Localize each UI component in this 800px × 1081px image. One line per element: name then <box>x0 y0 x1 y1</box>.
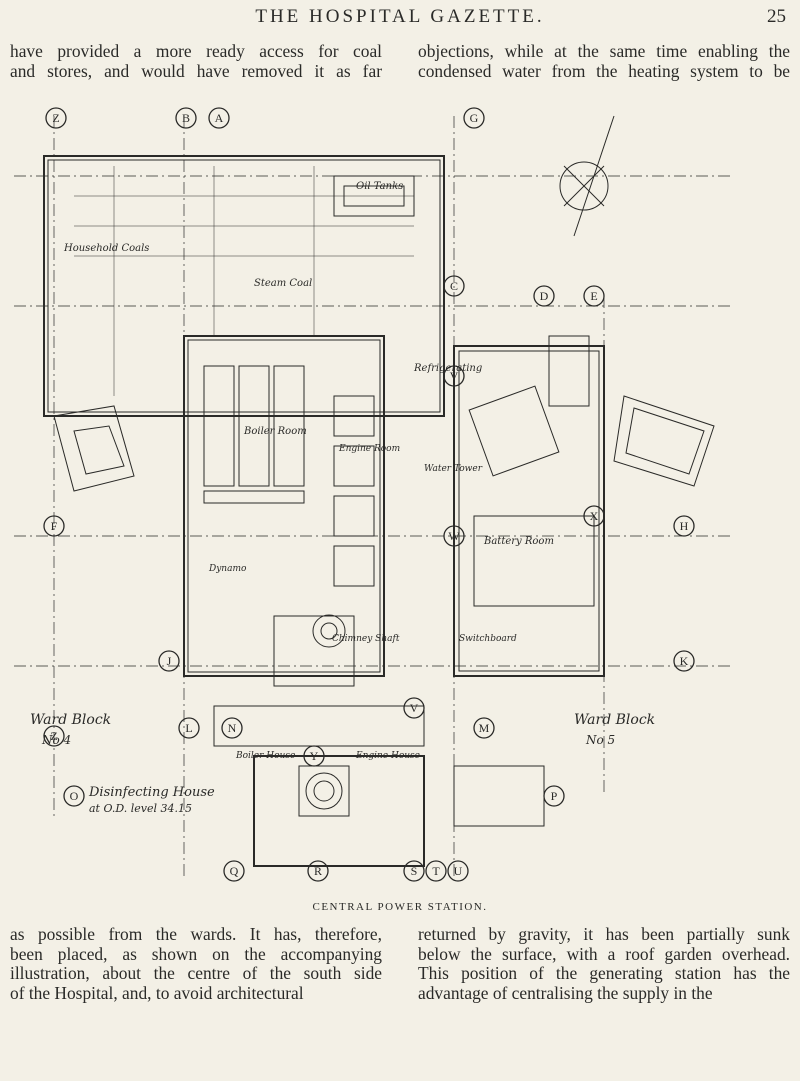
label-water-tower: Water Tower <box>424 464 483 474</box>
floor-plan-figure: Z B A G C D E F H J K L N M O P Q R S T … <box>14 96 734 896</box>
label-ward-block-4: Ward Block <box>30 712 111 728</box>
top-right-column: objections, while at the same time enabl… <box>418 41 790 81</box>
text-line: as possible from the wards. It has, ther… <box>10 924 382 944</box>
grid-marker: F <box>51 519 58 533</box>
text-line: This position of the generating station … <box>418 963 790 983</box>
grid-marker: R <box>314 864 322 878</box>
label-dynamo: Dynamo <box>208 564 247 574</box>
label-boiler-room: Boiler Room <box>243 426 307 437</box>
grid-marker: K <box>680 654 689 668</box>
grid-marker: M <box>479 721 490 735</box>
label-boiler-house: Boiler House <box>235 751 295 761</box>
label-od-level: at O.D. level 34.15 <box>89 802 192 815</box>
label-oil-tanks: Oil Tanks <box>356 181 403 192</box>
grid-marker: E <box>590 289 597 303</box>
grid-marker: V <box>450 369 459 383</box>
label-chimney-shaft: Chimney Shaft <box>332 634 400 644</box>
text-line: have provided a more ready access for co… <box>10 41 382 61</box>
text-line: and stores, and would have removed it as… <box>10 60 382 81</box>
label-engine-room: Engine Room <box>338 444 400 454</box>
grid-marker: Y <box>310 749 319 763</box>
grid-marker: P <box>551 789 558 803</box>
bottom-right-column: returned by gravity, it has been partial… <box>418 924 790 1003</box>
page-number: 25 <box>767 6 786 27</box>
grid-marker: O <box>70 789 79 803</box>
text-line: returned by gravity, it has been partial… <box>418 924 790 944</box>
label-battery-room: Battery Room <box>483 536 554 547</box>
running-head: THE HOSPITAL GAZETTE. 25 <box>0 0 800 36</box>
label-engine-house: Engine House <box>355 751 420 761</box>
grid-marker: T <box>432 864 440 878</box>
label-steam-coal: Steam Coal <box>254 278 312 289</box>
top-text: have provided a more ready access for co… <box>10 41 790 81</box>
text-line: of the Hospital, and, to avoid architect… <box>10 982 304 1003</box>
grid-marker: X <box>590 509 599 523</box>
grid-marker: C <box>450 279 458 293</box>
grid-marker: L <box>185 721 192 735</box>
label-ward-block-5-no: No 5 <box>585 733 615 747</box>
label-household-coals: Household Coals <box>63 243 149 254</box>
floor-plan-drawing: Z B A G C D E F H J K L N M O P Q R S T … <box>14 107 734 882</box>
text-line: objections, while at the same time enabl… <box>418 41 790 61</box>
grid-marker: B <box>182 111 190 125</box>
grid-markers: Z B A G C D E F H J K L N M O P Q R S T … <box>43 107 695 882</box>
label-disinfecting-house: Disinfecting House <box>88 785 215 800</box>
top-left-column: have provided a more ready access for co… <box>10 41 382 81</box>
grid-marker: H <box>680 519 689 533</box>
grid-marker: Z <box>52 111 59 125</box>
label-switchboard: Switchboard <box>459 634 517 644</box>
grid-marker: S <box>411 864 418 878</box>
grid-marker: Q <box>230 864 239 878</box>
figure-caption: CENTRAL POWER STATION. <box>312 901 488 913</box>
grid-marker: D <box>540 289 549 303</box>
bottom-left-column: as possible from the wards. It has, ther… <box>10 924 382 1003</box>
text-line: condensed water from the heating system … <box>418 60 790 81</box>
text-line: below the surface, with a roof garden ov… <box>418 943 790 964</box>
grid-marker: W <box>448 529 460 543</box>
grid-marker: G <box>470 111 479 125</box>
grid-marker: A <box>215 111 224 125</box>
grid-marker: J <box>167 654 172 668</box>
journal-title: THE HOSPITAL GAZETTE. <box>255 6 545 27</box>
text-line: been placed, as shown on the accompanyin… <box>10 943 382 964</box>
grid-marker: U <box>454 864 463 878</box>
text-line: illustration, about the centre of the so… <box>10 963 382 983</box>
bottom-text: as possible from the wards. It has, ther… <box>10 924 790 1003</box>
grid-marker: Z <box>50 729 57 743</box>
grid-marker: V <box>410 701 419 715</box>
text-line: advantage of centralising the supply in … <box>418 982 713 1003</box>
grid-marker: N <box>228 721 237 735</box>
label-ward-block-5: Ward Block <box>574 712 655 728</box>
label-ward-block-4-no: No 4 <box>41 733 71 747</box>
label-refrigerating: Refrigerating <box>413 363 482 374</box>
